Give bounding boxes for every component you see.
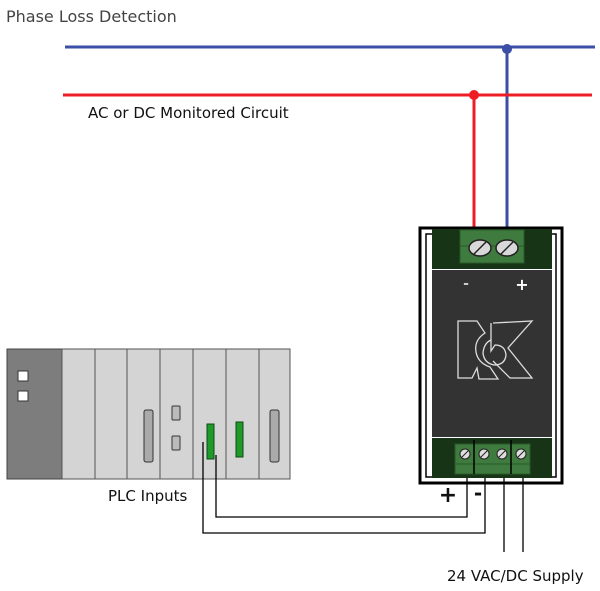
relay-device: - + <box>418 226 564 485</box>
bottom-plus-label: + <box>439 483 457 508</box>
monitored-circuit-label: AC or DC Monitored Circuit <box>88 104 289 122</box>
screw-icon <box>495 239 519 257</box>
connector-icon <box>269 409 280 463</box>
bottom-minus-label: - <box>474 481 482 505</box>
plc-inputs-label: PLC Inputs <box>108 487 187 505</box>
screw-icon <box>496 448 508 460</box>
connector-icon <box>171 405 181 421</box>
connector-icon <box>171 435 181 451</box>
diagram-title: Phase Loss Detection <box>6 7 177 26</box>
top-minus-label: - <box>463 276 469 292</box>
screw-icon <box>468 239 492 257</box>
io-terminal-icon <box>206 423 215 460</box>
top-plus-label: + <box>515 275 528 294</box>
plc-wire-plus <box>215 455 468 518</box>
plc-rack <box>6 348 291 480</box>
screw-icon <box>515 448 527 460</box>
connector-icon <box>143 409 154 463</box>
plc-wire-minus <box>202 442 486 534</box>
screw-icon <box>478 448 490 460</box>
screw-icon <box>459 448 471 460</box>
device-body <box>432 270 552 437</box>
nk-logo-icon <box>457 320 534 380</box>
supply-label: 24 VAC/DC Supply <box>447 567 584 585</box>
io-terminal-icon <box>235 421 244 458</box>
